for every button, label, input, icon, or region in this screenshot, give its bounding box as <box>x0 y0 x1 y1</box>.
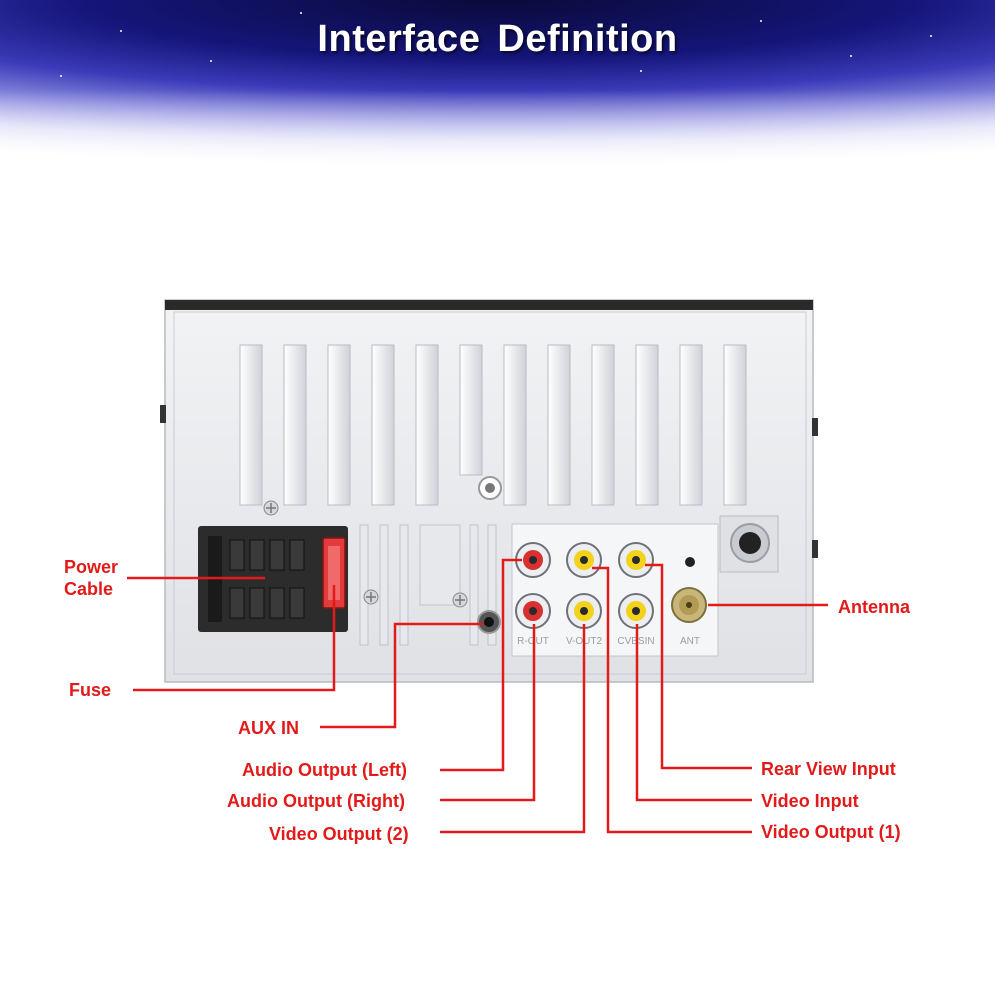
rca-video-out-1 <box>566 542 602 578</box>
label-fuse: Fuse <box>69 680 112 700</box>
mounting-hole <box>719 515 779 573</box>
label-power-cable-line1: Power <box>64 557 119 577</box>
leader-video-out-2 <box>440 624 586 834</box>
star <box>640 70 642 72</box>
rca-video-input <box>618 593 654 629</box>
leader-video-input <box>635 624 752 802</box>
leader-rear-view <box>645 563 752 770</box>
leader-aux-in <box>320 622 483 729</box>
leader-lines <box>127 558 828 834</box>
label-antenna: Antenna <box>838 597 910 617</box>
leader-video-out-1 <box>592 566 752 834</box>
star <box>300 12 302 14</box>
banner-fade <box>0 90 995 180</box>
label-aux-in: AUX IN <box>238 718 300 738</box>
leader-audio-left <box>440 558 522 772</box>
rca-audio-left <box>515 542 551 578</box>
label-video-input: Video Input <box>761 791 859 811</box>
star <box>120 30 122 32</box>
star <box>850 55 852 57</box>
aux-in-jack <box>477 610 501 634</box>
label-video-output-1: Video Output (1) <box>761 822 901 842</box>
label-power-cable-line2: Cable <box>64 579 114 599</box>
antenna-jack <box>671 587 707 623</box>
star <box>930 35 932 37</box>
heatsink-fins <box>239 344 747 506</box>
star <box>210 60 212 62</box>
rca-video-out-2 <box>566 593 602 629</box>
rca-rear-view <box>618 542 654 578</box>
star <box>60 75 62 77</box>
page-title: Interface Definition <box>317 18 678 60</box>
lower-vents <box>359 524 497 646</box>
label-audio-output-right: Audio Output (Right) <box>227 791 405 811</box>
fuse <box>322 537 346 609</box>
label-video-output-2: Video Output (2) <box>269 824 409 844</box>
rca-audio-right <box>515 593 551 629</box>
label-audio-output-left: Audio Output (Left) <box>242 760 407 780</box>
leader-fuse <box>133 585 336 692</box>
panel-text-ant: ANT <box>680 636 700 647</box>
mic-hole <box>685 557 695 567</box>
title-banner <box>0 0 995 180</box>
star <box>760 20 762 22</box>
label-rear-view-input: Rear View Input <box>761 759 896 779</box>
leader-audio-right <box>440 624 536 802</box>
